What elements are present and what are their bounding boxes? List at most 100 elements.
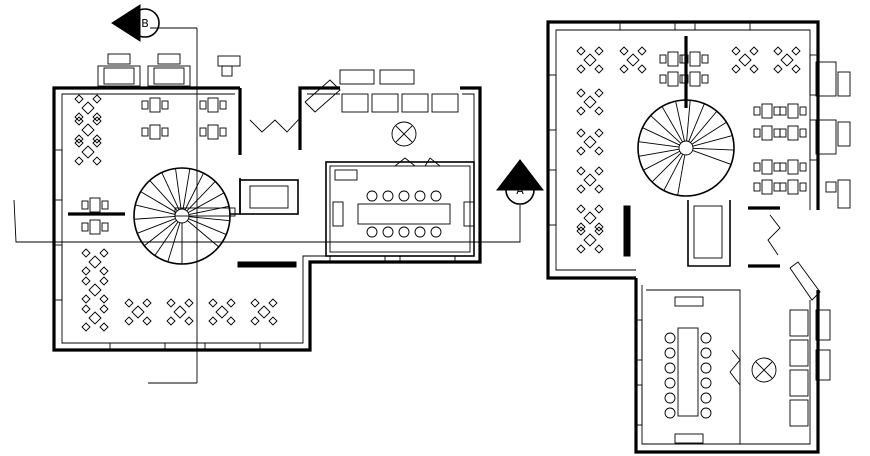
diamond-table-set: [124, 298, 152, 326]
table-icon: [761, 179, 773, 195]
chair-icon: [576, 106, 586, 116]
chair-icon: [430, 190, 442, 202]
square-table-set: [753, 179, 781, 195]
square-table-set: [753, 159, 781, 175]
chair-icon: [749, 64, 759, 74]
chair-icon: [250, 316, 260, 326]
left-square-tables: [81, 97, 227, 235]
right-plan: [546, 20, 851, 454]
chair-icon: [92, 134, 102, 144]
left-exterior-furniture: [97, 53, 241, 87]
square-table-set: [141, 124, 169, 140]
diamond-table-set: [576, 88, 604, 116]
chair-icon: [92, 116, 102, 126]
right-plant: [751, 357, 777, 383]
chair-icon: [619, 46, 629, 56]
chair-icon: [594, 128, 604, 138]
left-plan: [13, 27, 521, 384]
chair-icon: [799, 106, 807, 116]
square-table-set: [141, 97, 169, 113]
square-table-set: [199, 124, 227, 140]
chair-icon: [731, 64, 741, 74]
chair-icon: [576, 204, 586, 214]
chair-icon: [74, 156, 84, 166]
chair-icon: [700, 347, 712, 359]
left-spiral-stair: [133, 167, 236, 265]
table-icon: [689, 51, 701, 67]
chair-icon: [74, 94, 84, 104]
chair-icon: [99, 322, 109, 332]
chair-icon: [382, 226, 394, 238]
chair-icon: [731, 46, 741, 56]
chair-icon: [576, 146, 586, 156]
chair-icon: [81, 276, 91, 286]
table-icon: [689, 71, 701, 87]
table-icon: [761, 125, 773, 141]
square-table-set: [199, 97, 227, 113]
chair-icon: [594, 166, 604, 176]
chair-icon: [414, 190, 426, 202]
chair-icon: [594, 64, 604, 74]
chair-icon: [92, 138, 102, 148]
chair-icon: [576, 222, 586, 232]
chair-icon: [184, 316, 194, 326]
diamond-table-set: [576, 226, 604, 254]
chair-icon: [81, 304, 91, 314]
chair-icon: [219, 100, 227, 110]
chair-icon: [74, 134, 84, 144]
chair-icon: [81, 222, 89, 232]
diamond-table-set: [619, 46, 647, 74]
left-inner-walls: [61, 93, 475, 344]
chair-icon: [366, 190, 378, 202]
table-icon: [787, 179, 799, 195]
square-table-set: [681, 51, 709, 67]
diamond-table-set: [250, 298, 278, 326]
diamond-table-set: [81, 304, 109, 332]
chair-icon: [799, 162, 807, 172]
table-icon: [761, 159, 773, 175]
chair-icon: [681, 54, 689, 64]
chair-icon: [576, 88, 586, 98]
chair-icon: [141, 127, 149, 137]
chair-icon: [226, 316, 236, 326]
chair-icon: [208, 298, 218, 308]
table-icon: [207, 97, 219, 113]
square-table-set: [753, 103, 781, 119]
diamond-table-set: [576, 204, 604, 232]
left-door-swings: [249, 117, 301, 133]
chair-icon: [594, 106, 604, 116]
diamond-table-set: [208, 298, 236, 326]
chair-icon: [81, 322, 91, 332]
diamond-table-set: [576, 46, 604, 74]
chair-icon: [700, 407, 712, 419]
left-outer-walls: [52, 86, 482, 352]
chair-icon: [664, 332, 676, 344]
square-table-set: [659, 71, 687, 87]
chair-icon: [799, 182, 807, 192]
section-marker-a-label: A: [516, 184, 524, 197]
right-spiral-stair: [637, 99, 735, 197]
diamond-table-set: [576, 166, 604, 194]
chair-icon: [637, 64, 647, 74]
table-icon: [667, 71, 679, 87]
chair-icon: [199, 127, 207, 137]
left-windows: [53, 149, 456, 351]
chair-icon: [124, 298, 134, 308]
chair-icon: [700, 392, 712, 404]
chair-icon: [773, 162, 781, 172]
chair-icon: [184, 298, 194, 308]
diamond-table-set: [81, 276, 109, 304]
chair-icon: [594, 88, 604, 98]
chair-icon: [619, 64, 629, 74]
chair-icon: [166, 316, 176, 326]
chair-icon: [594, 146, 604, 156]
chair-icon: [576, 64, 586, 74]
left-diamond-tables: [74, 94, 278, 332]
chair-icon: [700, 377, 712, 389]
right-outer-walls: [546, 20, 820, 454]
table-icon: [207, 124, 219, 140]
table-icon: [787, 159, 799, 175]
chair-icon: [637, 46, 647, 56]
table-icon: [149, 97, 161, 113]
